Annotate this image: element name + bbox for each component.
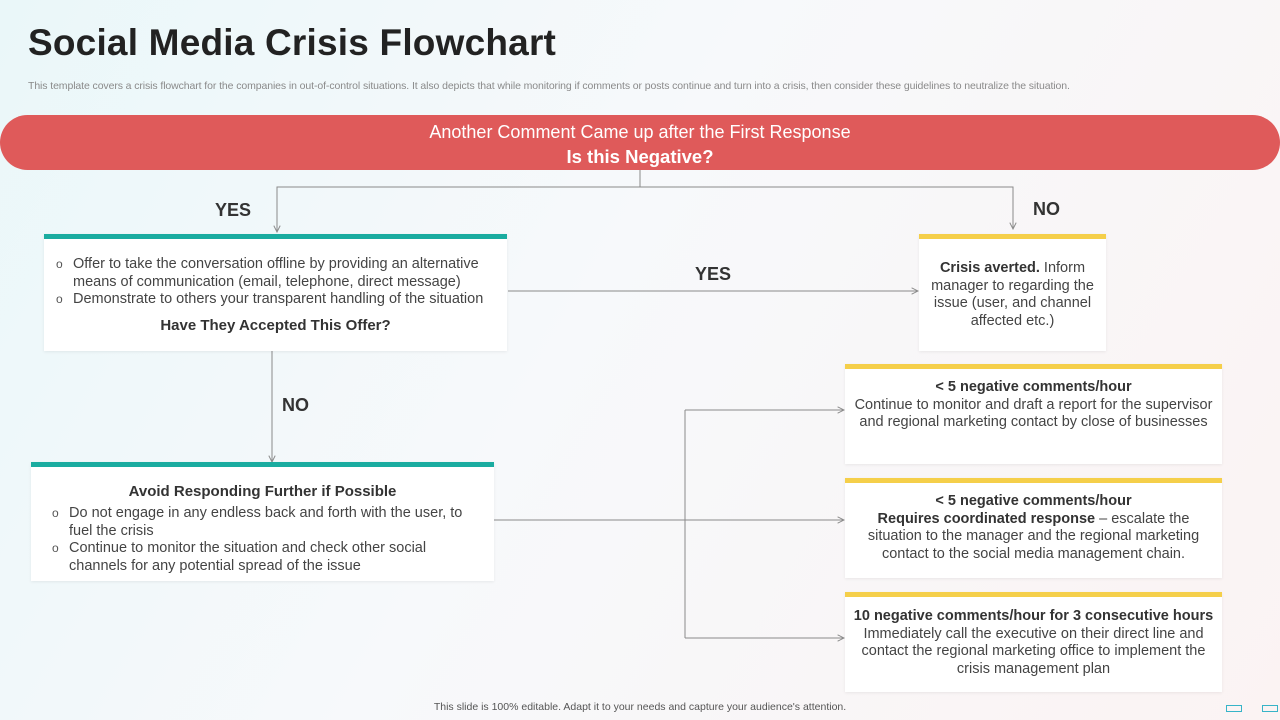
label-yes-left: YES bbox=[215, 200, 252, 220]
level-2-heading: < 5 negative comments/hour bbox=[935, 493, 1132, 509]
crisis-averted-box: Crisis averted. Inform manager to regard… bbox=[919, 234, 1106, 351]
level-3-content: 10 negative comments/hour for 3 consecut… bbox=[849, 608, 1218, 678]
label-no-right: NO bbox=[1033, 199, 1060, 219]
page-title: Social Media Crisis Flowchart bbox=[28, 22, 557, 63]
level-box-2: < 5 negative comments/hour Requires coor… bbox=[845, 478, 1222, 578]
label-no-down: NO bbox=[282, 395, 309, 415]
level-1-content: < 5 negative comments/hour Continue to m… bbox=[851, 379, 1216, 432]
next-slide-marker[interactable] bbox=[1262, 705, 1278, 712]
footer-note: This slide is 100% editable. Adapt it to… bbox=[433, 701, 847, 713]
connector-to-offer bbox=[277, 186, 640, 232]
offer-question: Have They Accepted This Offer? bbox=[160, 317, 391, 334]
level-3-heading: 10 negative comments/hour for 3 consecut… bbox=[853, 608, 1214, 624]
level-3-text: Immediately call the executive on their … bbox=[861, 625, 1206, 677]
banner-question: Is this Negative? bbox=[566, 146, 714, 167]
page-subtitle: This template covers a crisis flowchart … bbox=[28, 80, 1070, 92]
level-box-3: 10 negative comments/hour for 3 consecut… bbox=[845, 592, 1222, 692]
banner-line-1: Another Comment Came up after the First … bbox=[429, 122, 851, 142]
decision-banner: Another Comment Came up after the First … bbox=[0, 115, 1280, 170]
level-2-text: Requires coordinated response – escalate… bbox=[867, 510, 1200, 562]
connector-to-averted bbox=[640, 186, 1013, 229]
label-yes-middle: YES bbox=[695, 264, 732, 284]
avoid-heading: Avoid Responding Further if Possible bbox=[128, 483, 397, 500]
prev-slide-marker[interactable] bbox=[1226, 705, 1242, 712]
crisis-averted-text: Crisis averted. Inform manager to regard… bbox=[931, 260, 1094, 329]
level-1-heading: < 5 negative comments/hour bbox=[935, 379, 1132, 395]
level-box-1: < 5 negative comments/hour Continue to m… bbox=[845, 364, 1222, 464]
level-1-text: Continue to monitor and draft a report f… bbox=[854, 396, 1213, 431]
level-2-content: < 5 negative comments/hour Requires coor… bbox=[859, 493, 1208, 563]
